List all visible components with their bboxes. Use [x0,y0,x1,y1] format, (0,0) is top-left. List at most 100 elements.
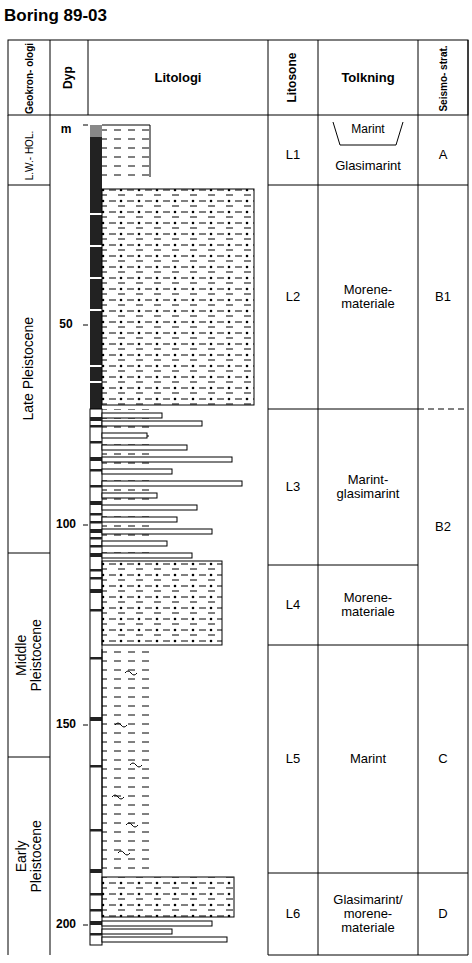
core-gap [90,213,102,215]
core-gap [90,365,102,367]
core-band [90,537,102,540]
table-cell: Glasimarint [323,159,413,173]
sand-bed [102,433,147,438]
table-cell: L6 [271,907,315,921]
lithology-column [90,125,254,945]
shell-symbol [125,671,137,675]
core-band [90,521,102,524]
table-cell: L3 [271,480,315,494]
core-band [90,909,102,912]
depth-tick [83,725,88,726]
table-cell: Early Pleistocene [14,806,45,906]
sand-bed [102,529,212,534]
column-header: Tolkning [320,71,416,85]
core-band [90,829,102,832]
clay-unit [102,125,150,177]
table-cell: Morene- materiale [323,591,413,620]
table-cell: C [421,752,465,766]
column-header: Dyp [62,42,75,114]
core-band [90,545,102,548]
sand-bed [102,553,192,558]
table-cell: Marint [323,123,413,136]
table-cell: B1 [421,290,465,304]
shell-symbol [126,823,138,827]
table-cell: A [421,148,465,162]
column-header: Geokron- ologi [24,42,35,114]
core-band [90,921,102,925]
core-band [90,933,102,936]
sand-bed [102,937,227,942]
sand-bed [102,505,197,510]
sand-bed [102,517,177,522]
shell-symbol [130,763,142,767]
table-cell: D [421,907,465,921]
core-gap [90,309,102,311]
core-band [90,869,102,873]
core-band [90,513,102,516]
table-grid [8,40,468,955]
sand-bed [102,493,157,498]
core-band [90,417,102,421]
table-cell: Marint [323,752,413,766]
core-gap [90,381,102,383]
depth-number: 50 [51,318,81,331]
core-band [90,609,102,612]
depth-tick [83,125,88,126]
table-cell: L5 [271,752,315,766]
sand-bed [102,469,172,474]
core-band [90,657,102,660]
sand-bed [102,457,232,462]
core-band [90,553,102,557]
till-unit [102,189,254,405]
core-band [90,529,102,533]
depth-ticks [83,125,88,925]
sand-bed [102,421,202,426]
core-top [90,125,102,137]
sand-bed [102,541,167,546]
shell-symbol [112,795,124,799]
depth-tick [83,925,88,926]
core-band [90,501,102,505]
core-band [90,469,102,472]
core-band [90,485,102,488]
sand-bed [102,929,172,934]
sand-bed [102,413,162,418]
table-cell: L4 [271,598,315,612]
core-column [90,125,102,409]
depth-tick [83,325,88,326]
till-unit [102,561,222,645]
core-gap [90,245,102,247]
table-cell: L2 [271,290,315,304]
core-column [90,409,102,945]
table-cell: Middle Pleistocene [14,605,45,705]
core-band [90,717,102,721]
column-header: Seismo- strat. [438,42,449,114]
table-cell: Morene- materiale [323,283,413,312]
shell-symbol [118,851,130,855]
shell-symbol [115,723,127,727]
table-cell: L1 [271,148,315,162]
core-band [90,425,102,428]
unit-outline [102,649,103,869]
core-band [90,577,102,580]
table-cell: Marint- glasimarint [323,473,413,502]
depth-number: 150 [51,718,81,731]
core-band [90,589,102,593]
sand-bed [102,481,242,486]
sand-bed [102,445,187,450]
column-header: Litologi [93,71,263,85]
core-band [90,569,102,572]
till-unit [102,877,234,917]
core-band [90,893,102,896]
unit-outline [102,125,150,177]
table-cell: Glasimarint/ morene- materiale [323,893,413,936]
table-cell: Late Pleistocene [21,219,36,519]
table-cell: B2 [421,520,465,534]
core-band [90,457,102,461]
depth-number: 200 [51,918,81,931]
core-band [90,765,102,768]
depth-number: m [51,123,81,136]
core-gap [90,277,102,279]
diagram-title: Boring 89-03 [4,6,107,26]
